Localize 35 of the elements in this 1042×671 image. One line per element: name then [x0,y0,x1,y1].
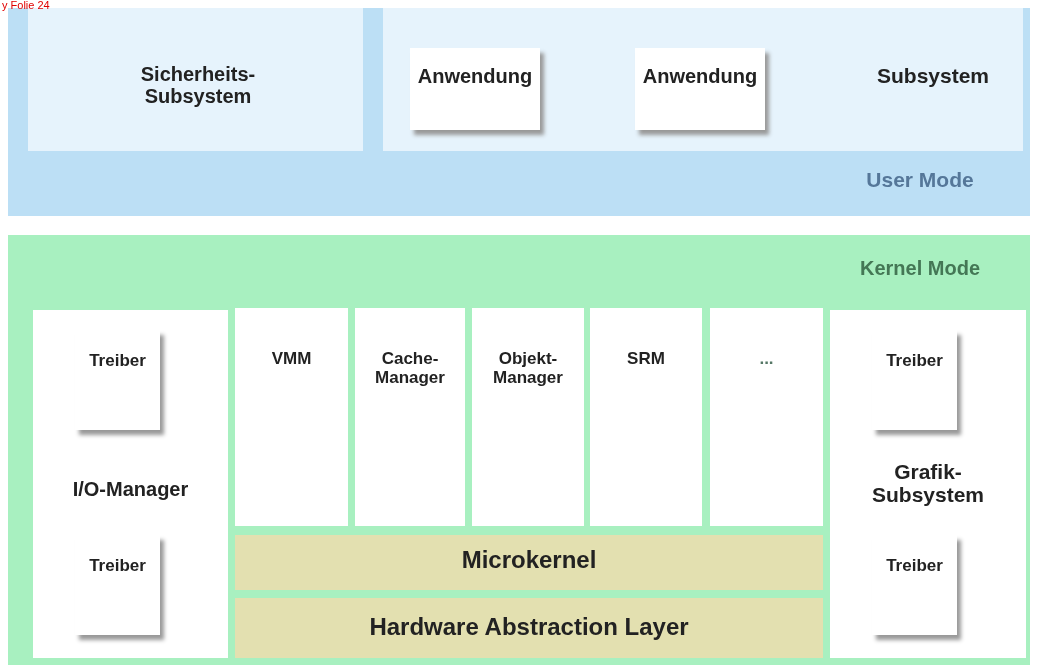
node-label: Microkernel [460,547,598,574]
node-label: Anwendung [416,65,534,87]
subsystem-panel [383,8,1023,151]
node-label: Kernel Mode [859,257,981,279]
layer-bar [235,598,823,658]
node-label: Treiber [885,557,944,576]
node-label: Anwendung [641,65,759,87]
node-label: Hardware Abstraction Layer [368,614,690,641]
mode-band [8,8,1030,216]
node-label: Sicherheits- Subsystem [139,63,257,107]
subsystem-panel [33,310,228,658]
node-label: Treiber [88,352,147,371]
node-label: SRM [626,350,666,369]
node-label: Treiber [88,557,147,576]
component-box [410,48,540,130]
node-label: Treiber [885,352,944,371]
node-label: Objekt- Manager [492,350,564,388]
manager-column [590,308,702,526]
node-label: ... [758,350,775,369]
slide-note: y Folie 24 [2,0,50,11]
node-label: VMM [270,350,313,369]
node-label: Grafik- Subsystem [870,460,985,507]
subsystem-panel [28,8,363,151]
node-label: User Mode [865,168,975,192]
node-label: Cache- Manager [374,350,446,388]
mode-band [8,235,1030,665]
node-label: Subsystem [875,64,990,88]
component-box [635,48,765,130]
subsystem-panel [830,310,1026,658]
manager-column [355,308,465,526]
node-label: I/O-Manager [71,478,190,500]
layer-bar [235,535,823,590]
manager-column [235,308,348,526]
manager-column [472,308,584,526]
manager-column [710,308,823,526]
